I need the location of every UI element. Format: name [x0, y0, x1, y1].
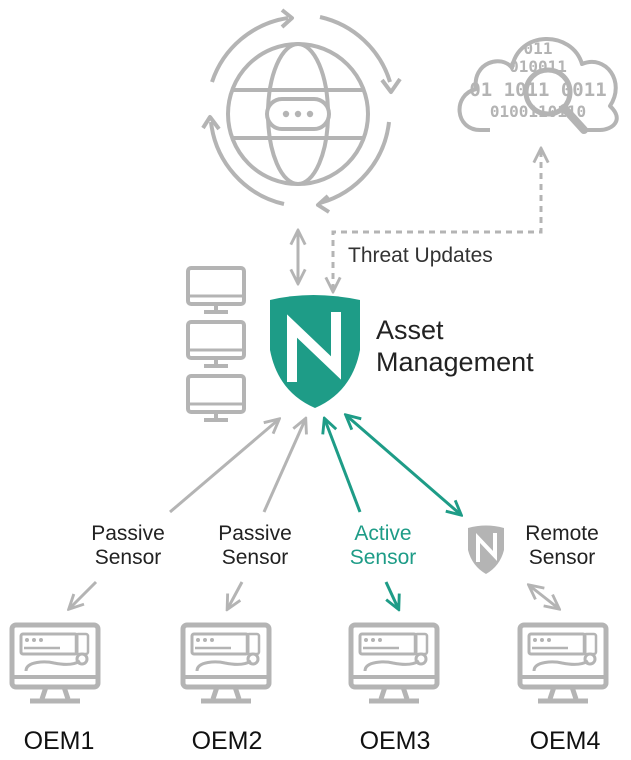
- passive-sensor-1-label: Passive Sensor: [68, 522, 188, 569]
- sensor-label-line2: Sensor: [349, 545, 417, 569]
- asset-management-label: Asset Management: [376, 314, 534, 379]
- oem-device-icon: [520, 625, 606, 701]
- monitor-stack: [186, 266, 246, 422]
- globe-sync-icon: [201, 8, 402, 214]
- monitor-icon: [186, 320, 246, 368]
- cloud-binary-line: 011: [524, 39, 553, 58]
- passive-sensor-2-arrow-up: [262, 420, 305, 513]
- shield-logo-icon: [270, 295, 360, 408]
- shield-logo-icon: [468, 525, 504, 574]
- oem3-label: OEM3: [359, 727, 431, 755]
- oem2-label: OEM2: [191, 727, 263, 755]
- oem1-label: OEM1: [23, 727, 95, 755]
- active-sensor-label: Active Sensor: [323, 522, 443, 569]
- sensor-label-line2: Sensor: [221, 545, 289, 569]
- sensor-label-line1: Active: [354, 522, 412, 545]
- oem4-label: OEM4: [529, 727, 601, 755]
- sensor-label-line2: Sensor: [528, 545, 596, 569]
- threat-updates-label: Threat Updates: [348, 244, 493, 267]
- passive-sensor-2-label: Passive Sensor: [195, 522, 315, 569]
- passive-sensor-1-arrow-down: [70, 580, 98, 608]
- cloud-binary-search-icon: 011 010011 01 1011 0011 0100110110: [457, 37, 619, 134]
- sensor-label-line1: Passive: [91, 522, 165, 545]
- monitor-icon: [186, 374, 246, 422]
- active-sensor-arrow-up: [325, 420, 362, 513]
- sensor-label-line2: Sensor: [94, 545, 162, 569]
- passive-sensor-2-arrow-down: [228, 581, 244, 608]
- oem-device-icon: [183, 625, 269, 701]
- asset-management-line2: Management: [376, 347, 534, 378]
- threat-updates-arrow: [333, 150, 541, 290]
- sensor-label-line1: Passive: [218, 522, 292, 545]
- active-sensor-arrow-down: [384, 581, 398, 608]
- passive-sensor-1-arrow-up: [169, 420, 278, 514]
- remote-sensor-arrow-down: [530, 586, 558, 608]
- asset-management-line1: Asset: [376, 315, 444, 345]
- oem-device-icon: [351, 625, 437, 701]
- monitor-icon: [186, 266, 246, 314]
- oem-device-icon: [12, 625, 98, 701]
- sensor-label-line1: Remote: [525, 522, 599, 545]
- cloud-binary-line: 01 1011 0011: [469, 79, 606, 101]
- remote-sensor-arrow: [347, 416, 460, 514]
- remote-sensor-label: Remote Sensor: [502, 522, 622, 569]
